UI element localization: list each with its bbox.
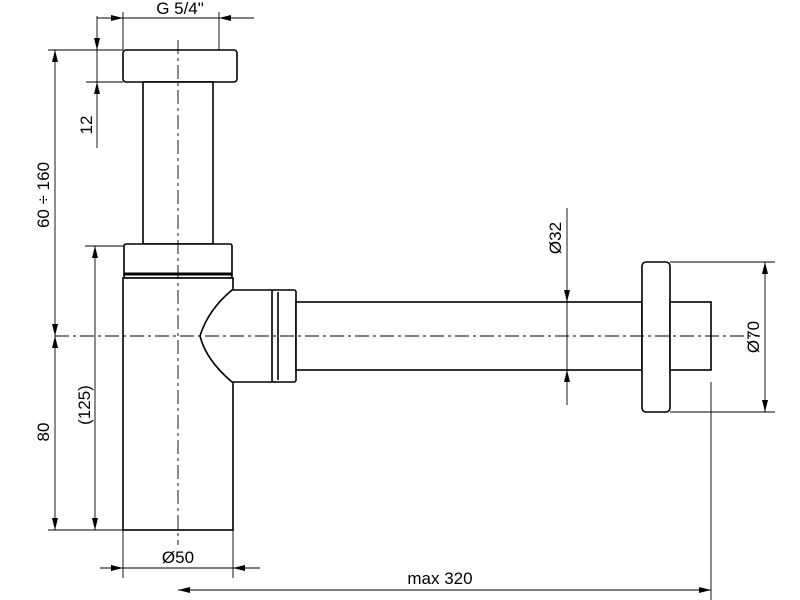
nut-height-label: 12 <box>77 116 96 135</box>
thread-label: G 5/4" <box>156 0 204 18</box>
trap-parts <box>122 49 712 531</box>
body-diameter-label: Ø50 <box>162 548 194 567</box>
top-nut <box>122 49 238 83</box>
outlet-height-label: 80 <box>34 423 53 442</box>
dimension-labels: G 5/4" 12 60 ÷ 160 80 (125) Ø50 Ø32 Ø70 … <box>34 0 763 588</box>
max-length-label: max 320 <box>407 569 472 588</box>
body-height-label: (125) <box>75 385 94 425</box>
dimension-lines <box>48 12 775 600</box>
center-lines <box>55 40 760 545</box>
wall-rosette <box>641 261 671 413</box>
adjust-range-label: 60 ÷ 160 <box>34 162 53 228</box>
pipe-diameter-label: Ø32 <box>546 222 565 254</box>
rosette-diameter-label: Ø70 <box>744 321 763 353</box>
